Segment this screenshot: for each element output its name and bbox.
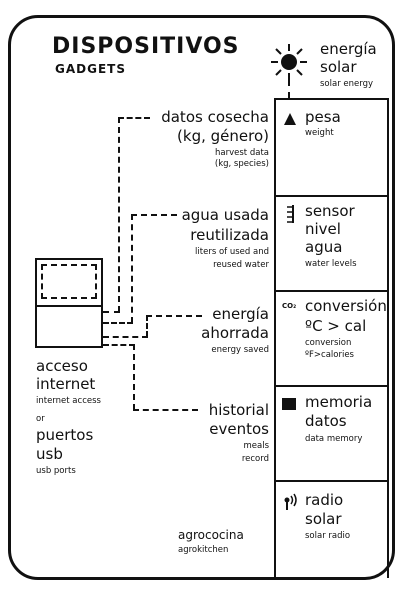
- cell-divider: [274, 385, 389, 387]
- gadget-column: [274, 98, 389, 578]
- radio-antenna-icon: [284, 493, 297, 510]
- cell-memory-en: data memory: [305, 434, 363, 444]
- cell-conversion-en-1: conversion: [305, 338, 352, 348]
- device-screen: [41, 264, 97, 299]
- sun-icon: [271, 44, 307, 80]
- harvest-en-1: harvest data: [215, 148, 269, 158]
- connector-energy: [146, 315, 148, 337]
- cell-sensor-label-3: agua: [305, 238, 343, 256]
- outer-frame: [8, 15, 395, 580]
- connector-harvest: [118, 117, 150, 119]
- subtitle: GADGETS: [55, 62, 126, 76]
- cell-divider: [274, 195, 389, 197]
- connector-history: [133, 344, 135, 410]
- connector-harvest: [118, 117, 120, 312]
- connector-water: [103, 322, 133, 324]
- access-label-1: acceso: [36, 357, 88, 375]
- water-en-2: reused water: [213, 260, 269, 270]
- cell-memory-label-1: memoria: [305, 393, 373, 411]
- connector-energy: [146, 315, 202, 317]
- memory-block-icon: [282, 398, 296, 410]
- harvest-en-2: (kg, species): [214, 159, 269, 169]
- connector-water: [131, 214, 133, 323]
- harvest-label-2: (kg, género): [177, 127, 269, 145]
- title: DISPOSITIVOS: [52, 34, 240, 59]
- harvest-label-1: datos cosecha: [161, 108, 269, 126]
- cell-memory-label-2: datos: [305, 412, 347, 430]
- history-en-1: meals: [243, 441, 269, 451]
- connector-harvest: [103, 311, 120, 313]
- access-label-2: internet: [36, 375, 96, 393]
- usb-label-2: usb: [36, 445, 63, 463]
- water-level-gauge-icon: [287, 205, 294, 223]
- connector-water: [131, 214, 177, 216]
- connector-energy: [103, 336, 148, 338]
- energy-saved-en: energy saved: [211, 345, 269, 355]
- water-label-2: reutilizada: [190, 226, 269, 244]
- device-divider: [35, 305, 103, 307]
- energy-saved-label-2: ahorrada: [201, 324, 269, 342]
- usb-en: usb ports: [36, 466, 76, 476]
- cell-sensor-en: water levels: [305, 259, 357, 269]
- device-box: [35, 258, 103, 348]
- cell-conversion-label-2: ºC > cal: [305, 317, 367, 335]
- cell-radio-en: solar radio: [305, 531, 351, 541]
- connector-history: [103, 344, 135, 346]
- cell-divider: [274, 290, 389, 292]
- history-label-1: historial: [208, 401, 269, 419]
- energy-saved-label-1: energía: [212, 305, 269, 323]
- agrokitchen-label: agrococina: [178, 528, 244, 542]
- cell-radio-label-1: radio: [305, 491, 344, 509]
- water-en-1: liters of used and: [195, 247, 269, 257]
- access-or: or: [36, 414, 45, 424]
- cell-conversion-label-1: conversión: [305, 297, 387, 315]
- cell-conversion-en-2: ºF>calories: [305, 350, 354, 360]
- history-label-2: eventos: [209, 420, 269, 438]
- sun-connector: [288, 80, 290, 98]
- cell-radio-label-2: solar: [305, 510, 342, 528]
- weight-triangle-icon: [284, 113, 296, 125]
- access-en: internet access: [36, 396, 101, 406]
- history-en-2: record: [241, 454, 269, 464]
- co2-icon: CO₂: [282, 302, 297, 310]
- cell-weight-en: weight: [305, 128, 334, 138]
- cell-sensor-label-2: nivel: [305, 220, 341, 238]
- solar-label-en: solar energy: [320, 79, 374, 89]
- solar-label-2: solar: [320, 58, 357, 76]
- cell-divider: [274, 480, 389, 482]
- solar-label-1: energía: [320, 40, 377, 58]
- cell-weight-label: pesa: [305, 108, 341, 126]
- connector-history: [133, 409, 198, 411]
- agrokitchen-en: agrokitchen: [178, 545, 229, 555]
- cell-sensor-label-1: sensor: [305, 202, 355, 220]
- usb-label-1: puertos: [36, 426, 94, 444]
- water-label-1: agua usada: [181, 206, 269, 224]
